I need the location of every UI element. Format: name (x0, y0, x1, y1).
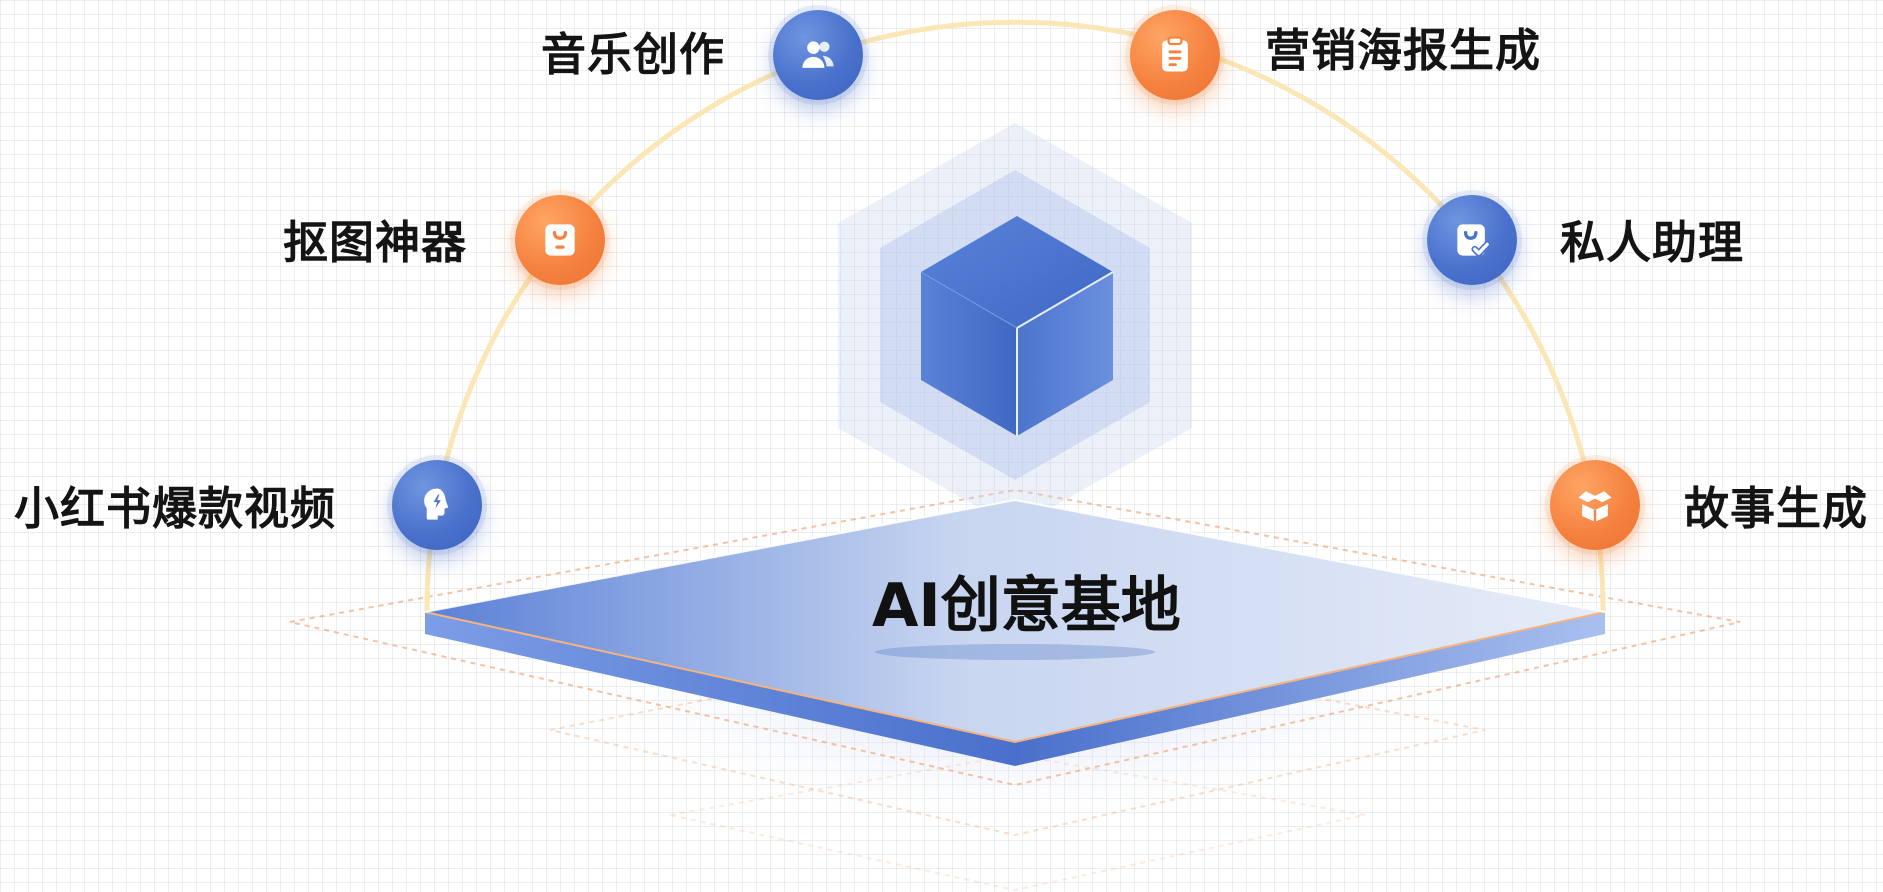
clipboard-icon (1162, 36, 1188, 72)
node-marketing-poster[interactable] (1130, 10, 1220, 100)
cube-icon (920, 216, 1114, 436)
node-personal-assistant[interactable] (1427, 195, 1517, 285)
node-music-creation[interactable] (773, 10, 863, 100)
orbit-arc (424, 19, 1606, 613)
title-shadow (875, 644, 1155, 660)
platform (424, 498, 1606, 766)
center-title: AI创意基地 (872, 571, 1181, 641)
node-story-generation[interactable] (1550, 460, 1640, 550)
users-icon (802, 41, 834, 68)
bag-check-icon (1457, 224, 1491, 257)
label-story-generation: 故事生成 (1684, 482, 1869, 535)
node-cutout-tool[interactable] (515, 195, 605, 285)
label-music-creation: 音乐创作 (541, 28, 726, 81)
bag-icon (545, 224, 575, 256)
box-icon (1578, 491, 1612, 522)
node-xiaohongshu-video[interactable] (392, 460, 482, 550)
label-cutout-tool: 抠图神器 (283, 216, 468, 269)
layer-outline-2 (549, 638, 1486, 837)
lightbulb-head-icon (424, 488, 449, 520)
layer-outline-3 (669, 753, 1366, 892)
label-personal-assistant: 私人助理 (1560, 216, 1745, 269)
layer-outline-1 (289, 488, 1741, 787)
label-xiaohongshu-video: 小红书爆款视频 (14, 482, 337, 535)
label-marketing-poster: 营销海报生成 (1265, 24, 1542, 77)
